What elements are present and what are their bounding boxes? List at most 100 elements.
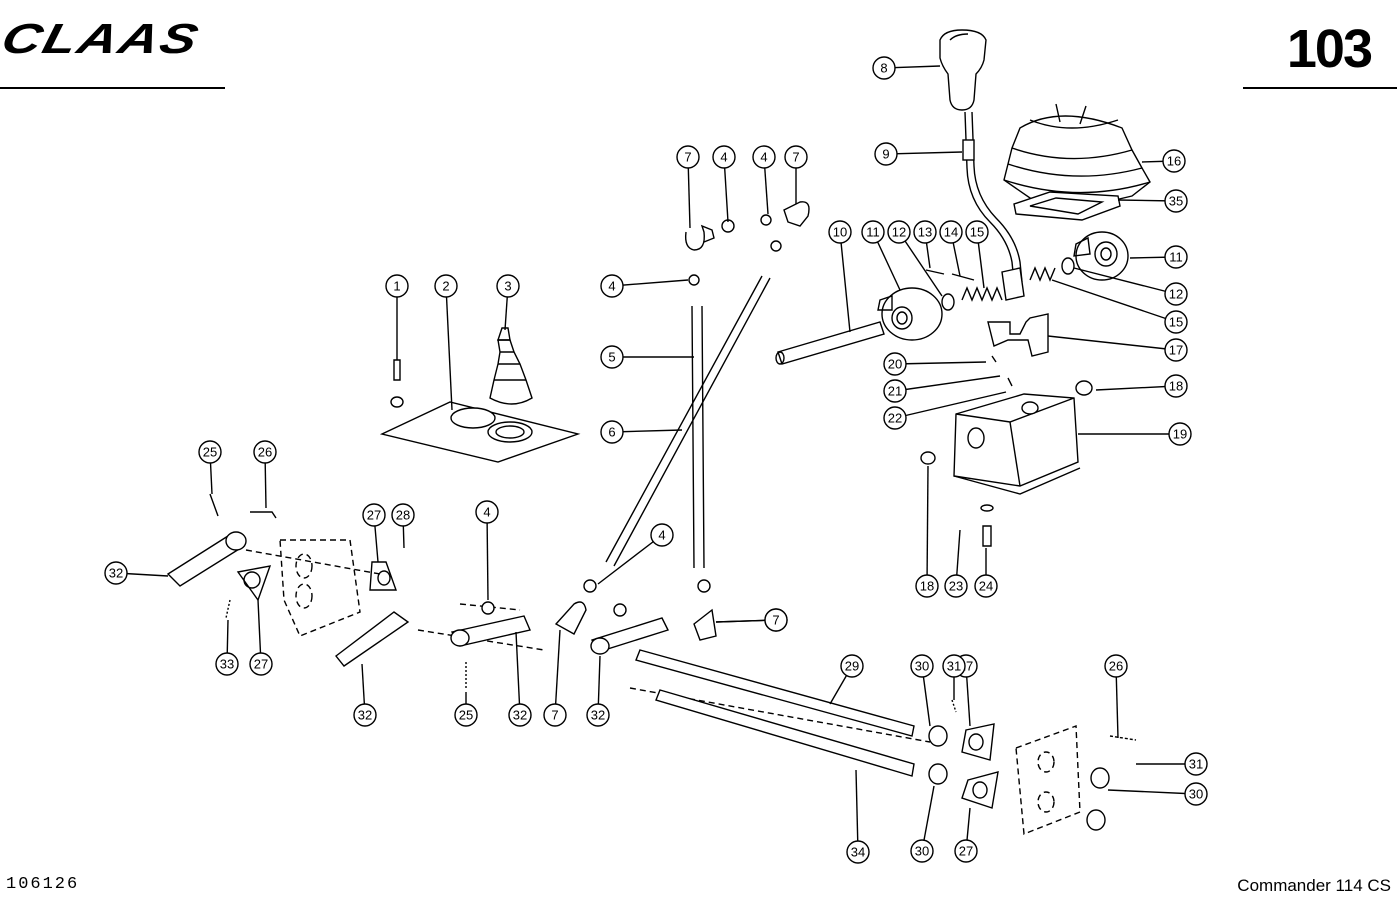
callout-number: 23 <box>949 579 963 594</box>
callout-circle <box>887 220 911 244</box>
flange-bracket-left <box>236 561 397 602</box>
shafts-29-34 <box>635 649 915 777</box>
callout-number: 12 <box>892 225 906 240</box>
callout-circle <box>1164 338 1188 362</box>
callout-14: 14 <box>939 220 963 244</box>
callout-32: 32 <box>104 561 128 585</box>
callout-15: 15 <box>965 220 989 244</box>
callout-29: 29 <box>840 654 864 678</box>
callout-number: 15 <box>970 225 984 240</box>
callout-circle <box>454 703 478 727</box>
callout-18: 18 <box>915 574 939 598</box>
callout-number: 18 <box>1169 379 1183 394</box>
callout-17: 17 <box>1164 338 1188 362</box>
lever-arms-center <box>450 579 717 655</box>
callout-4: 4 <box>712 145 736 169</box>
pins-and-bolts <box>209 493 1137 741</box>
callout-circle <box>253 440 277 464</box>
callout-3: 3 <box>496 274 520 298</box>
callout-number: 10 <box>833 225 847 240</box>
callout-circle <box>944 574 968 598</box>
callout-4: 4 <box>475 500 499 524</box>
callout-number: 35 <box>1169 194 1183 209</box>
callout-circle <box>915 574 939 598</box>
callout-number: 30 <box>915 659 929 674</box>
callout-number: 24 <box>979 579 993 594</box>
callout-circle <box>712 145 736 169</box>
callout-7: 7 <box>543 703 567 727</box>
callout-6: 6 <box>600 420 624 444</box>
leader-line <box>926 465 929 587</box>
callout-circle <box>764 608 788 632</box>
callout-20: 20 <box>883 352 907 376</box>
leader-line <box>1047 335 1177 351</box>
callout-circle <box>362 503 386 527</box>
page-number: 103 <box>1286 19 1373 79</box>
callout-31: 31 <box>942 654 966 678</box>
leader-line <box>894 375 1001 392</box>
shift-rod-5 <box>691 305 705 569</box>
callout-13: 13 <box>913 220 937 244</box>
callout-9: 9 <box>874 142 898 166</box>
callout-number: 4 <box>720 150 727 165</box>
callout-35: 35 <box>1164 189 1188 213</box>
callout-number: 30 <box>915 844 929 859</box>
callout-circle <box>543 703 567 727</box>
callout-number: 6 <box>608 425 615 440</box>
leader-line <box>597 534 663 585</box>
callout-number: 15 <box>1169 315 1183 330</box>
callout-circle <box>954 839 978 863</box>
callout-11: 11 <box>1164 245 1188 269</box>
callout-circle <box>496 274 520 298</box>
callout-number: 26 <box>1109 659 1123 674</box>
callout-10: 10 <box>828 220 852 244</box>
callout-circle <box>198 440 222 464</box>
springs-and-washers <box>925 257 1075 311</box>
callout-circle <box>385 274 409 298</box>
callout-circle <box>508 703 532 727</box>
leader-lines <box>115 65 1197 853</box>
callout-circle <box>1168 422 1192 446</box>
callout-number: 20 <box>888 357 902 372</box>
leader-line <box>855 769 859 853</box>
callout-number: 31 <box>1189 757 1203 772</box>
callout-circle <box>353 703 377 727</box>
callout-circle <box>1104 654 1128 678</box>
bushings-and-flanges-right <box>928 723 1110 831</box>
leader-line <box>898 231 943 297</box>
callout-number: 26 <box>258 445 272 460</box>
callout-circle <box>475 500 499 524</box>
callout-circle <box>676 145 700 169</box>
callout-number: 4 <box>658 528 665 543</box>
callout-30: 30 <box>910 654 934 678</box>
callout-number: 4 <box>760 150 767 165</box>
callout-circle <box>1164 374 1188 398</box>
callout-33: 33 <box>215 652 239 676</box>
callout-circle <box>861 220 885 244</box>
callout-7: 7 <box>676 145 700 169</box>
callout-number: 3 <box>504 279 511 294</box>
callout-31: 31 <box>1184 752 1208 776</box>
leader-line <box>554 629 561 716</box>
callout-26: 26 <box>253 440 277 464</box>
bearing-housing-left <box>877 287 943 341</box>
callout-5: 5 <box>600 345 624 369</box>
callout-32: 32 <box>353 703 377 727</box>
callout-number: 9 <box>882 147 889 162</box>
leader-line <box>687 156 691 229</box>
callout-19: 19 <box>1168 422 1192 446</box>
bolt-1 <box>390 359 404 408</box>
callout-4: 4 <box>752 145 776 169</box>
lever-box <box>953 393 1081 495</box>
callout-number: 29 <box>845 659 859 674</box>
leader-line <box>885 151 963 155</box>
callout-27: 27 <box>362 503 386 527</box>
callout-circle <box>965 220 989 244</box>
leader-line <box>839 231 851 333</box>
bearing-housing-right <box>1073 231 1129 281</box>
callout-circle <box>974 574 998 598</box>
callout-number: 1 <box>393 279 400 294</box>
callout-number: 30 <box>1189 787 1203 802</box>
callout-12: 12 <box>1164 282 1188 306</box>
callout-2: 2 <box>434 274 458 298</box>
